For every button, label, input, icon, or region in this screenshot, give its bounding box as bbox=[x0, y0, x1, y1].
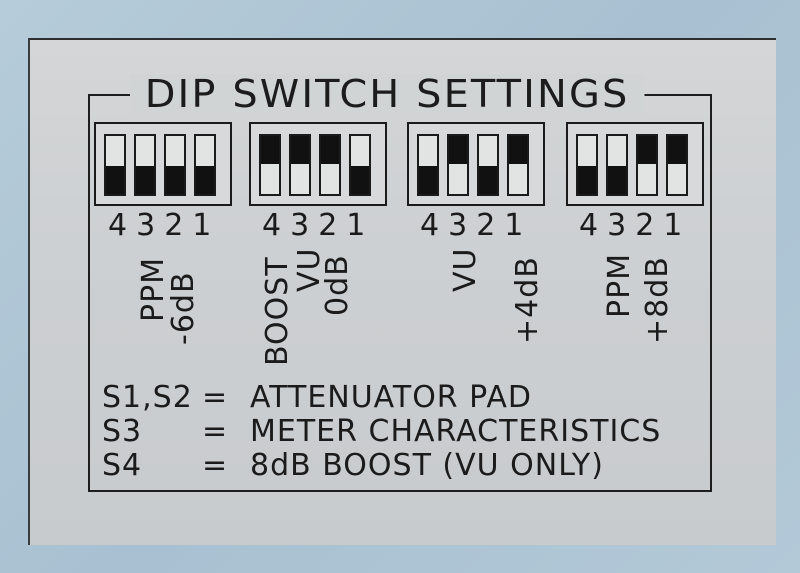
switch-1-numbers: 4321 bbox=[108, 208, 220, 243]
pos-number: 1 bbox=[504, 208, 533, 243]
legend-row: S3 = METER CHARACTERISTICS bbox=[102, 414, 661, 449]
switch-slot-1 bbox=[507, 134, 529, 196]
switch-knob bbox=[136, 166, 154, 194]
legend-key: S3 bbox=[102, 414, 143, 449]
dip-switch-1 bbox=[94, 122, 232, 206]
switch-3-label-mode: VU bbox=[448, 247, 483, 292]
switch-4-label-level: +8dB bbox=[640, 256, 675, 344]
switch-slot-2 bbox=[164, 134, 186, 196]
switch-slot-3 bbox=[289, 134, 311, 196]
legend-equals: = bbox=[202, 414, 229, 449]
legend-key: S4 bbox=[102, 448, 143, 483]
page-title: DIP SWITCH SETTINGS bbox=[130, 74, 645, 114]
dip-switch-4 bbox=[566, 122, 704, 206]
switch-knob bbox=[578, 166, 596, 194]
switch-slot-4 bbox=[104, 134, 126, 196]
switch-slot-4 bbox=[259, 134, 281, 196]
legend-equals: = bbox=[202, 448, 229, 483]
legend-row: S4 = 8dB BOOST (VU ONLY) bbox=[102, 448, 604, 483]
legend-key: S1,S2 bbox=[102, 380, 193, 415]
pos-number: 4 bbox=[579, 208, 608, 243]
pos-number: 4 bbox=[108, 208, 137, 243]
switch-slot-4 bbox=[576, 134, 598, 196]
switch-2-label-boost: BOOST bbox=[260, 256, 295, 366]
legend-text: 8dB BOOST (VU ONLY) bbox=[250, 448, 604, 483]
switch-knob bbox=[196, 166, 214, 194]
legend-row: S1,S2 = ATTENUATOR PAD bbox=[102, 380, 532, 415]
switch-knob bbox=[638, 136, 656, 164]
switch-knob bbox=[509, 136, 527, 164]
pos-number: 3 bbox=[290, 208, 319, 243]
switch-knob bbox=[479, 166, 497, 194]
switch-slot-1 bbox=[666, 134, 688, 196]
pos-number: 2 bbox=[318, 208, 347, 243]
pos-number: 3 bbox=[607, 208, 636, 243]
pos-number: 2 bbox=[164, 208, 193, 243]
switch-knob bbox=[351, 166, 369, 194]
switch-2-numbers: 4321 bbox=[262, 208, 374, 243]
dip-switch-2 bbox=[249, 122, 387, 206]
legend-equals: = bbox=[202, 380, 229, 415]
switch-knob bbox=[668, 136, 686, 164]
pos-number: 3 bbox=[448, 208, 477, 243]
switch-knob bbox=[449, 136, 467, 164]
switch-slot-1 bbox=[349, 134, 371, 196]
switch-2-label-level: 0dB bbox=[320, 254, 355, 316]
pos-number: 2 bbox=[476, 208, 505, 243]
switch-knob bbox=[166, 166, 184, 194]
switch-slot-3 bbox=[134, 134, 156, 196]
dip-switch-3 bbox=[407, 122, 545, 206]
pos-number: 1 bbox=[192, 208, 221, 243]
pos-number: 3 bbox=[136, 208, 165, 243]
switch-knob bbox=[261, 136, 279, 164]
pos-number: 1 bbox=[346, 208, 375, 243]
switch-4-numbers: 4321 bbox=[579, 208, 691, 243]
switch-knob bbox=[106, 166, 124, 194]
switch-4-label-mode: PPM bbox=[602, 252, 637, 318]
switch-knob bbox=[321, 136, 339, 164]
switch-slot-2 bbox=[319, 134, 341, 196]
switch-slot-3 bbox=[447, 134, 469, 196]
switch-slot-3 bbox=[606, 134, 628, 196]
switch-slot-4 bbox=[417, 134, 439, 196]
legend-text: ATTENUATOR PAD bbox=[250, 380, 532, 415]
switch-slot-2 bbox=[477, 134, 499, 196]
switch-3-label-level: +4dB bbox=[510, 256, 545, 344]
switch-slot-2 bbox=[636, 134, 658, 196]
pos-number: 4 bbox=[262, 208, 291, 243]
legend-text: METER CHARACTERISTICS bbox=[250, 414, 662, 449]
switch-3-numbers: 4321 bbox=[420, 208, 532, 243]
pos-number: 2 bbox=[635, 208, 664, 243]
switch-knob bbox=[419, 166, 437, 194]
pos-number: 4 bbox=[420, 208, 449, 243]
switch-knob bbox=[291, 136, 309, 164]
pos-number: 1 bbox=[663, 208, 692, 243]
switch-slot-1 bbox=[194, 134, 216, 196]
switch-knob bbox=[608, 166, 626, 194]
switch-1-label-level: -6dB bbox=[166, 271, 201, 345]
